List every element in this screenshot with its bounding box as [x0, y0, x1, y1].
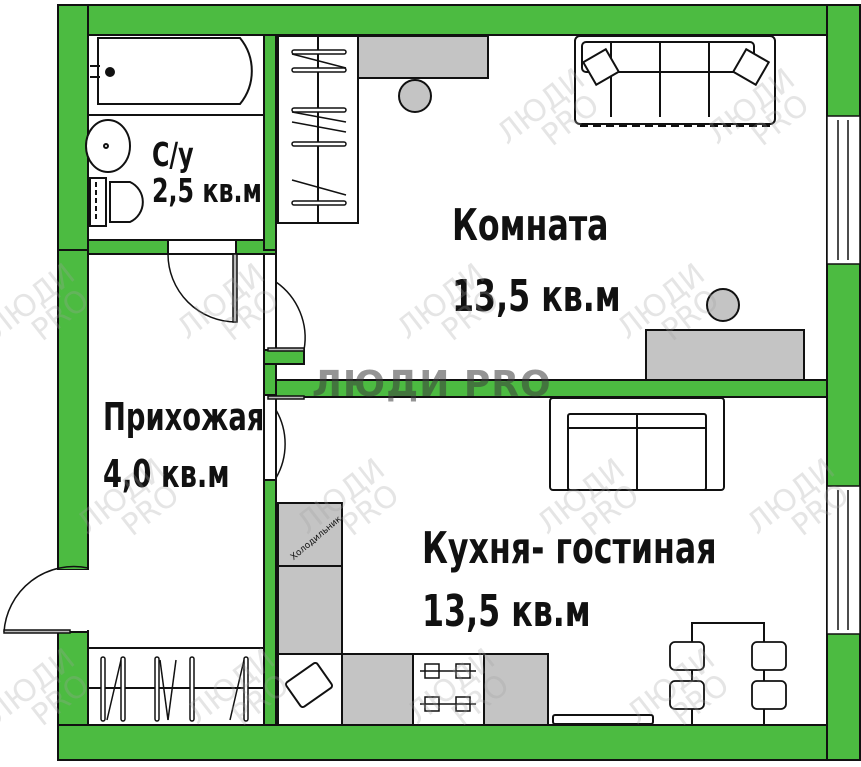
bathroom-door-swing: [167, 253, 237, 323]
counter-mid: [341, 653, 414, 726]
watermark-center: ЛЮДИ PRO: [312, 364, 552, 405]
room-door-swing: [275, 281, 306, 351]
hallway-area: 4,0 кв.м: [103, 452, 230, 496]
chairs: [669, 641, 787, 710]
stove: [412, 653, 485, 726]
desk: [357, 35, 489, 79]
counter-left: [277, 565, 343, 655]
pouf: [706, 288, 740, 322]
kitchen-sofa: [549, 397, 725, 491]
window-kitchen: [826, 485, 861, 635]
window-room: [826, 115, 861, 265]
bathroom-fixtures: [85, 37, 264, 227]
hangers: [291, 49, 347, 206]
bathroom-area: 2,5 кв.м: [152, 171, 262, 210]
tv-stand: [645, 329, 805, 381]
room-name: Комната: [452, 200, 609, 251]
kitchen-sink: [285, 661, 333, 709]
hallway-name: Прихожая: [103, 395, 265, 439]
fridge: [277, 502, 343, 567]
sofa: [574, 35, 776, 127]
entrance-gap: [57, 570, 89, 630]
room-furniture: [277, 35, 805, 381]
hallway-wardrobe: [87, 647, 265, 726]
kitchen-area: 13,5 кв.м: [422, 586, 591, 637]
chair-round: [398, 79, 432, 113]
burners: [420, 663, 476, 712]
interior-walls: [87, 34, 828, 726]
kitchen-furniture: [277, 397, 787, 726]
doors: [3, 253, 306, 634]
bathtub: [97, 37, 253, 105]
dining-table: [691, 622, 765, 726]
kitchen-door-swing: [275, 409, 286, 479]
entrance-door-swing: [3, 565, 89, 633]
bathroom-name: С/у: [152, 135, 194, 174]
room-area: 13,5 кв.м: [452, 271, 621, 322]
kitchen-name: Кухня- гостиная: [422, 523, 717, 574]
counter-right: [483, 653, 549, 726]
toilet: [109, 181, 144, 223]
tv-shelf: [552, 714, 654, 725]
